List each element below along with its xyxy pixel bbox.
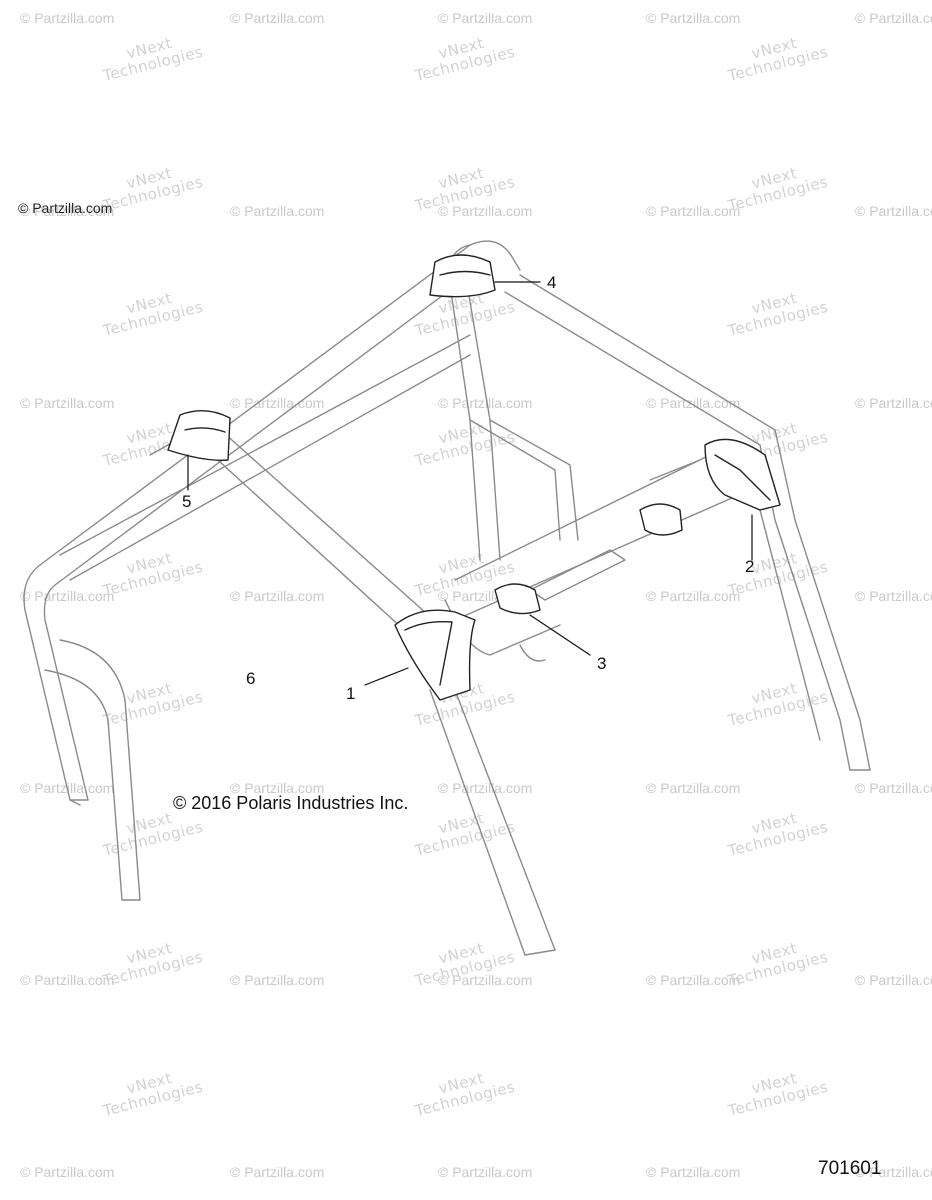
leader-3 — [529, 614, 591, 656]
part-1-gusset — [394, 609, 476, 701]
partzilla-watermark: © Partzilla.com — [855, 1164, 932, 1180]
center-vertical-tube — [449, 284, 579, 561]
partzilla-watermark: © Partzilla.com — [20, 203, 115, 219]
partzilla-watermark: © Partzilla.com — [855, 588, 932, 604]
callout-2: 2 — [745, 557, 755, 576]
partzilla-watermark: © Partzilla.com — [855, 395, 932, 411]
partzilla-watermark: © Partzilla.com — [230, 1164, 325, 1180]
partzilla-watermark: © Partzilla.com — [230, 395, 325, 411]
part-4-gusset — [429, 254, 496, 298]
partzilla-watermark: © Partzilla.com — [646, 203, 741, 219]
diagram-number: 701601 — [818, 1158, 882, 1179]
copyright-notice: © 2016 Polaris Industries Inc. — [173, 793, 409, 813]
partzilla-watermark: © Partzilla.com — [20, 972, 115, 988]
partzilla-watermark: © Partzilla.com — [646, 395, 741, 411]
partzilla-watermark: © Partzilla.com — [20, 588, 115, 604]
leader-1 — [364, 667, 409, 686]
partzilla-watermark: © Partzilla.com — [230, 10, 325, 26]
callout-5: 5 — [182, 492, 192, 511]
part-3-clamp — [494, 583, 541, 615]
roof-frame-tube — [39, 240, 776, 586]
partzilla-watermark: © Partzilla.com — [230, 588, 325, 604]
partzilla-watermark: © Partzilla.com — [20, 1164, 115, 1180]
partzilla-watermark: © Partzilla.com — [438, 1164, 533, 1180]
partzilla-watermark: © Partzilla.com — [855, 203, 932, 219]
partzilla-watermark: © Partzilla.com — [855, 780, 932, 796]
partzilla-watermark: © Partzilla.com — [646, 972, 741, 988]
callout-6: 6 — [246, 669, 256, 688]
partzilla-watermark: © Partzilla.com — [230, 780, 325, 796]
part-5-gusset — [167, 410, 231, 461]
callout-1: 1 — [346, 684, 356, 703]
partzilla-watermark: © Partzilla.com — [438, 203, 533, 219]
partzilla-watermark: © Partzilla.com — [646, 780, 741, 796]
callout-3: 3 — [597, 654, 607, 673]
partzilla-watermark: © Partzilla.com — [646, 10, 741, 26]
partzilla-watermark: © Partzilla.com — [855, 10, 932, 26]
partzilla-watermark: © Partzilla.com — [20, 395, 115, 411]
partzilla-watermark: © Partzilla.com — [230, 972, 325, 988]
right-side-tube — [759, 429, 871, 771]
partzilla-watermark: © Partzilla.com — [230, 203, 325, 219]
partzilla-watermark: © Partzilla.com — [438, 395, 533, 411]
partzilla-watermark: © Partzilla.com — [646, 588, 741, 604]
partzilla-watermark: © Partzilla.com — [20, 10, 115, 26]
part-2-gusset — [704, 438, 781, 511]
part-3b-clamp — [639, 503, 683, 536]
partzilla-watermark: © Partzilla.com — [438, 972, 533, 988]
rear-crossbar — [444, 448, 751, 662]
partzilla-watermark: © Partzilla.com — [855, 972, 932, 988]
partzilla-watermark: © Partzilla.com — [438, 10, 533, 26]
partzilla-watermark: © Partzilla.com — [646, 1164, 741, 1180]
partzilla-watermark: © Partzilla.com — [438, 780, 533, 796]
partzilla-header-mark: © Partzilla.com — [18, 200, 113, 216]
callout-4: 4 — [547, 273, 557, 292]
left-side-tube — [23, 564, 141, 901]
center-diagonal-tube — [184, 424, 556, 956]
